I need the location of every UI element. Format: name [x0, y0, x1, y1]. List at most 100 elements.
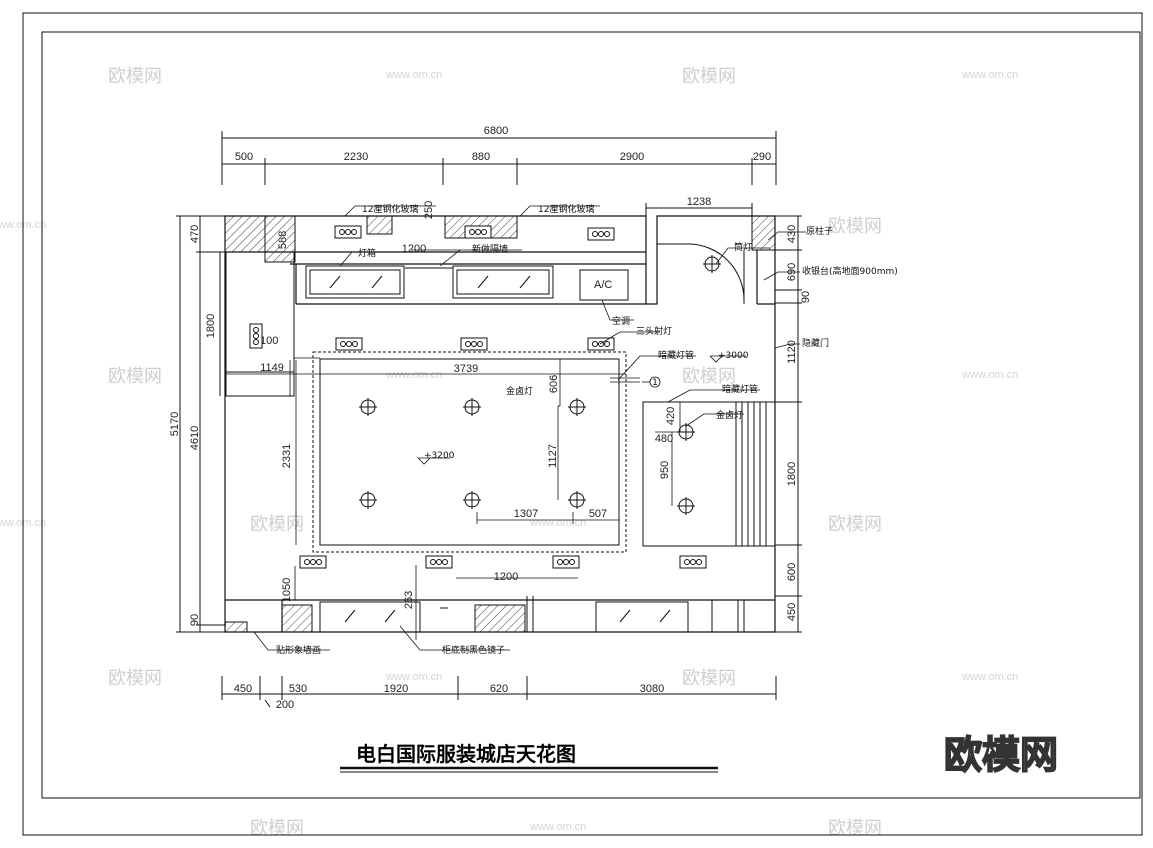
downlight-icon: [463, 491, 481, 509]
section-marker-number: 1: [652, 378, 658, 388]
dim-420: 420: [665, 407, 677, 425]
dim-1127: 1127: [547, 444, 559, 468]
inner-frame: [41, 31, 1141, 799]
watermark-brand: 欧模网: [250, 818, 304, 839]
spotlight-icon: [587, 227, 615, 241]
metal-halide-lights: [359, 255, 721, 515]
label-ceiling-level-2: +3200: [424, 451, 455, 461]
downlight-icon: [568, 398, 586, 416]
dim-1149: 1149: [260, 362, 284, 374]
spotlight-icon: [335, 337, 363, 351]
dim-bottom-2: 530: [289, 683, 307, 695]
watermark-brand: 欧模网: [828, 818, 882, 839]
dim-left-overall: 5170: [169, 412, 181, 436]
left-cabinet: [225, 251, 295, 397]
watermark-url: www.om.cn: [385, 671, 442, 683]
watermark-brand: 欧模网: [108, 366, 162, 387]
label-downlight-2: 金卤灯: [716, 409, 743, 421]
dim-1050: 1050: [281, 578, 293, 602]
label-hidden-tube-2: 暗藏灯管: [722, 383, 758, 395]
door-swing: [657, 243, 745, 304]
dim-left-1: 470: [189, 225, 201, 243]
dim-right-5: 1800: [786, 462, 798, 486]
dim-606: 606: [548, 375, 560, 393]
spotlight-icon: [334, 225, 362, 239]
watermark-brand: 欧模网: [828, 514, 882, 535]
dim-480: 480: [655, 433, 673, 445]
dim-3739: 3739: [454, 363, 478, 375]
dim-right-7: 450: [786, 603, 798, 621]
spotlight-icon: [552, 555, 580, 569]
dim-right-1: 430: [786, 225, 798, 243]
dim-top-1: 500: [235, 151, 253, 163]
dim-1307: 1307: [514, 508, 538, 520]
dim-top-2: 2230: [344, 151, 368, 163]
spotlight-icon: [299, 555, 327, 569]
dim-1200-top: 1200: [402, 243, 426, 255]
raised-ceiling-zone: [319, 358, 620, 546]
label-ceiling-level-1: +3000: [718, 351, 749, 361]
watermark-brand: 欧模网: [828, 216, 882, 237]
spotlight-icon: [460, 337, 488, 351]
dim-250: 250: [423, 201, 435, 219]
top-dimensions: [221, 131, 777, 185]
tube-light-icon: [703, 255, 721, 273]
watermark-brand: 欧模网: [682, 366, 736, 387]
right-dimensions: [775, 215, 802, 633]
watermark-url: www.om.cn: [961, 369, 1018, 381]
label-hidden-tube: 暗藏灯管: [658, 349, 694, 361]
watermark-url: www.om.cn: [529, 821, 586, 833]
dim-overall-width: 6800: [484, 125, 508, 137]
dim-left-3: 90: [189, 614, 201, 626]
spotlight-icon: [679, 555, 707, 569]
dim-top-4: 2900: [620, 151, 644, 163]
dim-top-5: 290: [753, 151, 771, 163]
dim-bottom-1: 450: [234, 683, 252, 695]
inner-dimension-lines: [226, 249, 686, 640]
downlight-icon: [359, 398, 377, 416]
spotlight-icon: [464, 225, 492, 239]
drawing-title: 电白国际服装城店天花图: [356, 742, 576, 766]
downlight-icon: [568, 491, 586, 509]
downlight-icon: [359, 491, 377, 509]
watermark-brand: 欧模网: [250, 514, 304, 535]
ac-unit-label: A/C: [594, 279, 612, 291]
label-lightbox: 灯箱: [358, 247, 376, 259]
watermark-url: www.om.cn: [385, 69, 442, 81]
dim-right-4: 1120: [786, 340, 798, 364]
dim-right-6: 600: [786, 563, 798, 581]
label-glass-left: 12厘钢化玻璃: [362, 203, 418, 215]
outer-frame: [22, 12, 1143, 836]
label-ac: 空调: [612, 315, 630, 327]
dim-950: 950: [659, 461, 671, 479]
watermark-url: www.om.cn: [385, 369, 442, 381]
dim-507: 507: [589, 508, 607, 520]
label-hidden-door: 隐藏门: [802, 337, 829, 349]
label-column: 原柱子: [806, 225, 833, 237]
dim-right-3: 90: [800, 291, 812, 303]
right-ceiling-zone: [642, 401, 776, 547]
section-marker-icon: [649, 376, 661, 388]
bottom-dimensions: [221, 676, 777, 708]
spotlight-icon: [249, 323, 263, 349]
dim-bottom-5: 3080: [640, 683, 664, 695]
dim-2331: 2331: [281, 444, 293, 468]
dim-left-inner-2: 1800: [205, 314, 217, 338]
spotlight-icon: [425, 555, 453, 569]
dim-263: 263: [403, 591, 415, 609]
watermark-brand: 欧模网: [108, 66, 162, 87]
label-downlight-1: 金卤灯: [506, 385, 533, 397]
floor-plan: [224, 215, 776, 633]
dim-100: 100: [260, 335, 278, 347]
watermark-brand: 欧模网: [682, 66, 736, 87]
triple-spotlights: [249, 225, 707, 569]
dim-door-width: 1238: [687, 196, 711, 208]
display-cases-top: [305, 265, 629, 301]
label-partition: 新做隔墙: [472, 243, 508, 255]
downlight-icon: [677, 497, 695, 515]
watermark-layer: 欧模网 www.om.cn 欧模网 www.om.cn 欧模网 www.om.c…: [0, 66, 1018, 839]
dim-left-2: 4610: [189, 426, 201, 450]
level-markers: [417, 355, 746, 465]
dim-top-3: 880: [472, 151, 490, 163]
